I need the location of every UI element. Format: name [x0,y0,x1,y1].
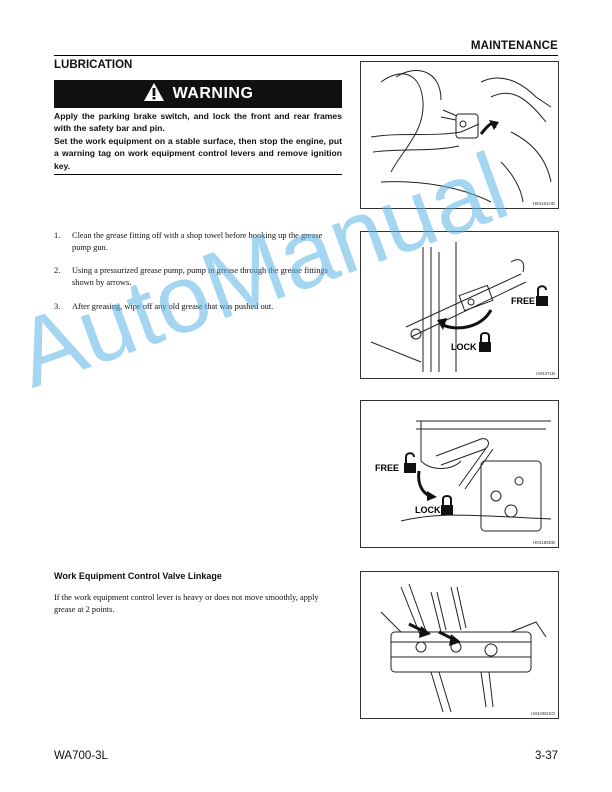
warning-rule [54,174,342,175]
warning-line: Set the work equipment on a stable surfa… [54,135,342,171]
step-text: Using a pressurized grease pump, pump in… [72,266,328,287]
step-number: 1. [54,231,61,240]
footer-model: WA700-3L [54,750,108,762]
subsection-title: Work Equipment Control Valve Linkage [54,571,222,581]
valve-linkage-illustration [380,583,547,713]
figure-safety-bar: H04181HD [360,61,559,209]
safety-bar-illustration [370,70,552,203]
step-text: After greasing, wipe off any old grease … [72,302,274,311]
step-text: Clean the grease fitting off with a shop… [72,231,323,252]
locked-padlock-icon [479,332,491,352]
warning-text: Apply the parking brake switch, and lock… [54,110,342,172]
subsection-text: If the work equipment control lever is h… [54,593,319,614]
figure-lock-lever: FREE LOCK H04371B [360,231,559,379]
step-number: 3. [54,302,61,311]
step-number: 2. [54,266,61,275]
page-number: 3-37 [534,750,558,762]
figure-code: H04186DB [532,540,555,545]
lock-label: LOCK [415,505,441,515]
unlocked-padlock-icon [536,285,548,306]
figure-valve-linkage: H04OB2SO [360,571,559,719]
figure-control-lock: FREE LOCK H04186DB [360,400,559,548]
warning-line: Apply the parking brake switch, and lock… [54,111,342,134]
figure-code: H04371B [536,371,555,376]
section-header: MAINTENANCE [470,40,558,52]
figure-code: H04181HD [532,201,555,206]
lock-lever-illustration: FREE LOCK [370,242,548,372]
unlocked-padlock-icon [404,452,416,473]
warning-banner: WARNING [54,80,342,108]
free-label: FREE [511,296,535,306]
figure-code: H04OB2SO [531,711,555,716]
header-rule [54,55,558,56]
warning-label: WARNING [172,85,254,102]
warning-triangle-icon [143,82,165,107]
locked-padlock-icon [441,495,453,515]
page-title: LUBRICATION [54,59,133,71]
lock-label: LOCK [451,342,477,352]
control-lock-illustration: FREE LOCK [375,420,552,532]
free-label: FREE [375,463,399,473]
